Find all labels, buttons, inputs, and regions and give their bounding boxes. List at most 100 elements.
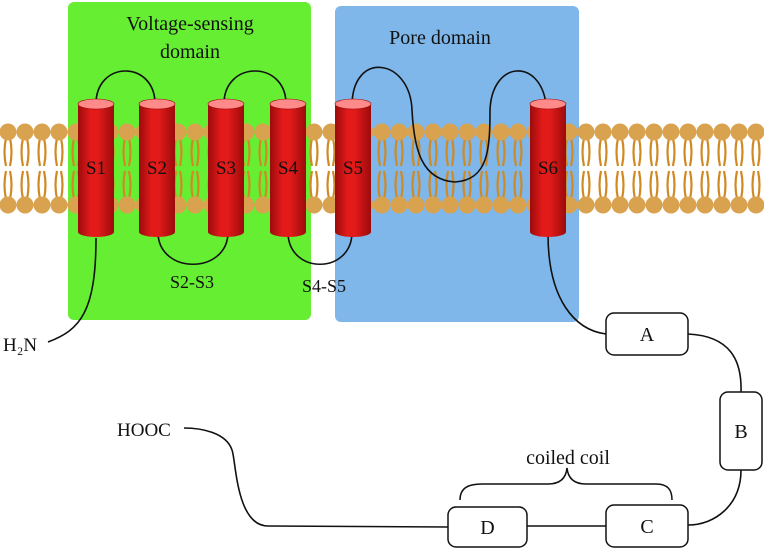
lipid-head xyxy=(713,123,731,141)
lipid-tail xyxy=(496,137,506,167)
lipid-head xyxy=(577,123,595,141)
lipid-tail xyxy=(717,137,727,167)
helix-s1: S1 xyxy=(77,98,115,237)
lipid-head xyxy=(577,196,595,214)
lipid-tail xyxy=(411,137,421,167)
vsd-label-line1: Voltage-sensing xyxy=(126,13,253,35)
box-outline xyxy=(447,506,528,548)
lipid-tail xyxy=(734,137,744,167)
lipid-head xyxy=(186,123,204,141)
lipid-tail xyxy=(700,137,710,167)
lipid-head xyxy=(424,196,442,214)
lipid-tail xyxy=(462,170,472,200)
lipid-tail xyxy=(751,137,761,167)
box-label: C xyxy=(640,516,653,538)
lipid-head xyxy=(254,196,272,214)
helix-label: S2 xyxy=(147,158,167,179)
lipid-tail xyxy=(3,137,13,167)
helix-s5: S5 xyxy=(334,98,372,237)
lipid-tail xyxy=(258,137,268,167)
lipid-head xyxy=(0,196,17,214)
lipid-head xyxy=(118,196,136,214)
helix-body xyxy=(208,104,244,237)
lipid-tail xyxy=(394,170,404,200)
lipid-head xyxy=(390,123,408,141)
lipid-tail xyxy=(479,170,489,200)
domain-box-b: B xyxy=(719,391,763,471)
coiled-coil-label: coiled coil xyxy=(526,447,610,469)
lipid-head xyxy=(33,123,51,141)
b-to-c-linker xyxy=(687,469,742,526)
lipid-tail xyxy=(751,170,761,200)
lipid-tail xyxy=(377,137,387,167)
lipid-head xyxy=(679,123,697,141)
lipid-tail xyxy=(326,170,336,200)
lipid-tail xyxy=(649,137,659,167)
lipid-tail xyxy=(309,137,319,167)
lipid-head xyxy=(475,123,493,141)
helix-s4: S4 xyxy=(269,98,307,237)
lipid-tail xyxy=(445,137,455,167)
helix-cap xyxy=(269,98,307,110)
lipid-tail xyxy=(632,137,642,167)
lipid-head xyxy=(390,196,408,214)
lipid-head xyxy=(747,196,764,214)
lipid-head xyxy=(186,196,204,214)
helix-body xyxy=(139,104,175,237)
s1-s2-loop xyxy=(95,70,156,105)
box-label: B xyxy=(734,421,747,443)
lipid-head xyxy=(305,196,323,214)
lipid-tail xyxy=(666,137,676,167)
lipid-head xyxy=(611,196,629,214)
lipid-tail xyxy=(326,137,336,167)
helix-s2: S2 xyxy=(138,98,176,237)
n-terminus-label: H₂N xyxy=(3,335,37,356)
lipid-head xyxy=(373,196,391,214)
lipid-head xyxy=(611,123,629,141)
lipid-tail xyxy=(122,170,132,200)
lipid-tail xyxy=(20,137,30,167)
helix-label: S6 xyxy=(538,158,558,179)
lipid-head xyxy=(458,196,476,214)
voltage-sensing-domain-region xyxy=(68,2,311,320)
lipid-head xyxy=(0,123,17,141)
lipid-tail xyxy=(513,137,523,167)
helix-label: S5 xyxy=(343,158,363,179)
lipid-head xyxy=(16,196,34,214)
lipid-head xyxy=(628,123,646,141)
lipid-tail xyxy=(54,137,64,167)
lipid-head xyxy=(33,196,51,214)
lipid-head xyxy=(50,196,68,214)
c-terminus-label: HOOC xyxy=(117,420,171,441)
lipid-head xyxy=(730,196,748,214)
helix-cap xyxy=(77,98,115,110)
lipid-tail xyxy=(666,170,676,200)
s3-s4-loop xyxy=(223,70,287,105)
lipid-tail xyxy=(37,137,47,167)
lipid-head xyxy=(118,123,136,141)
lipid-head xyxy=(407,123,425,141)
lipid-tail xyxy=(632,170,642,200)
lipid-head xyxy=(424,123,442,141)
lipid-tail xyxy=(598,170,608,200)
a-to-b-linker xyxy=(687,333,742,393)
lipid-tail xyxy=(190,137,200,167)
lipid-head xyxy=(492,196,510,214)
lipid-head xyxy=(509,123,527,141)
transmembrane-helices: S1 S2 S3 S4 S5 S6 xyxy=(77,98,567,237)
lipid-tail xyxy=(3,170,13,200)
lipid-tail xyxy=(513,170,523,200)
lipid-bilayer xyxy=(0,123,764,214)
lipid-tail xyxy=(615,170,625,200)
helix-cap xyxy=(529,98,567,110)
lipid-head xyxy=(458,123,476,141)
helix-label: S3 xyxy=(216,158,236,179)
lipid-head xyxy=(475,196,493,214)
s2-s3-label: S2-S3 xyxy=(170,272,214,292)
lipid-tail xyxy=(683,137,693,167)
lipid-tail xyxy=(394,137,404,167)
lipid-head xyxy=(305,123,323,141)
n-terminal-tail xyxy=(47,237,97,343)
lipid-head xyxy=(492,123,510,141)
lipid-tail xyxy=(683,170,693,200)
